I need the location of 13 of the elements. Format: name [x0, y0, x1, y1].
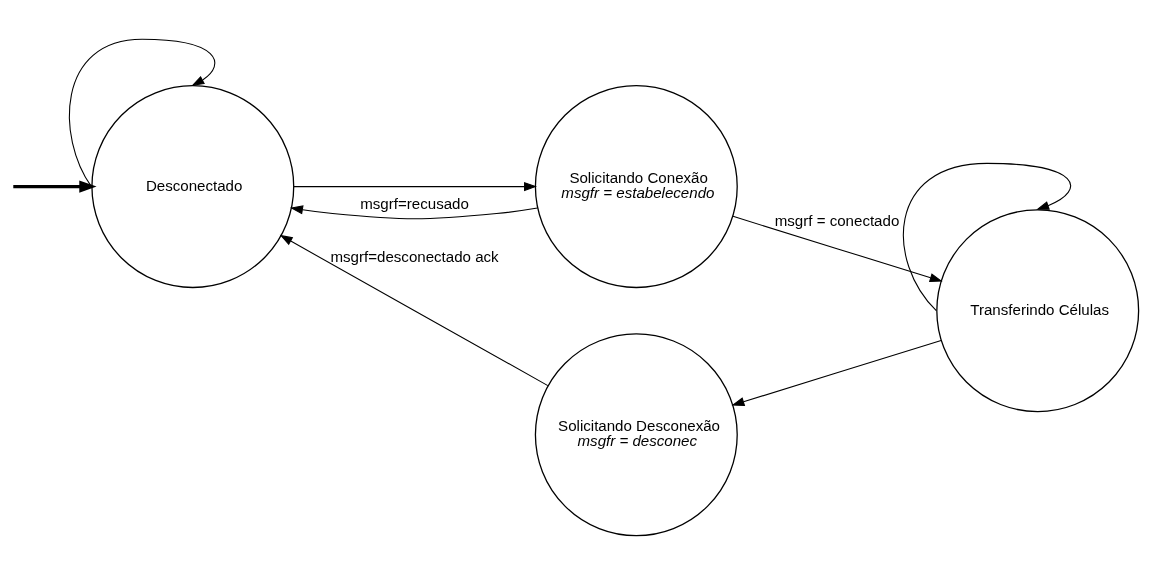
arrow — [68, 38, 216, 193]
edge-label: msgrf = conectado — [774, 211, 900, 229]
edge-label: msgrf=desconectado ack — [330, 248, 499, 266]
arrow — [732, 215, 943, 282]
arrow — [279, 234, 549, 387]
node-circle: Solicitando Desconexão msgfr = desconec — [534, 333, 738, 537]
arrow — [731, 339, 942, 407]
arrow — [290, 205, 538, 220]
node-circle: Solicitando Conexão msgfr = estabelecendo — [534, 85, 738, 289]
edge-label: msgrf=recusado — [360, 195, 469, 213]
arrow — [293, 182, 537, 192]
node-circle: Transferindo Células — [936, 209, 1140, 413]
arrow — [13, 180, 97, 193]
